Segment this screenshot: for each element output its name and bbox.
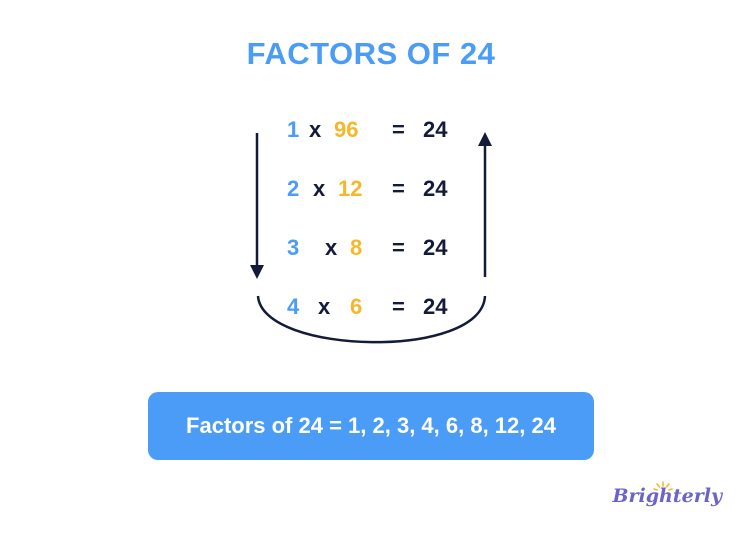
factor-a: 1 <box>287 117 300 142</box>
times-sign: x <box>318 294 331 319</box>
factor-a: 4 <box>287 294 300 319</box>
factor-b: 96 <box>334 117 359 142</box>
equals-sign: = <box>392 117 405 142</box>
product: 24 <box>423 294 448 319</box>
equals-sign: = <box>392 176 405 201</box>
factor-row: 2 x 12 = 24 <box>0 174 742 204</box>
factor-row: 4 x 6 = 24 <box>0 292 742 322</box>
times-sign: x <box>309 117 322 142</box>
times-sign: x <box>325 235 338 260</box>
up-arrow-head <box>478 132 492 146</box>
factor-row: 3 x 8 = 24 <box>0 233 742 263</box>
bottom-curve <box>256 295 487 344</box>
down-arrow-head <box>250 265 264 279</box>
page-title: FACTORS OF 24 <box>246 36 496 71</box>
times-sign: x <box>313 176 326 201</box>
product: 24 <box>423 235 448 260</box>
factor-a: 3 <box>287 235 300 260</box>
factor-b: 8 <box>350 235 363 260</box>
brand-logo: Brighterly <box>612 485 722 507</box>
product: 24 <box>423 117 448 142</box>
factor-b: 12 <box>338 176 363 201</box>
sun-icon <box>653 481 673 491</box>
factor-b: 6 <box>350 294 363 319</box>
equals-sign: = <box>392 235 405 260</box>
factor-a: 2 <box>287 176 300 201</box>
summary-banner: Factors of 24 = 1, 2, 3, 4, 6, 8, 12, 24 <box>148 392 594 460</box>
factor-row: 1 x 96 = 24 <box>0 115 742 145</box>
equals-sign: = <box>392 294 405 319</box>
product: 24 <box>423 176 448 201</box>
